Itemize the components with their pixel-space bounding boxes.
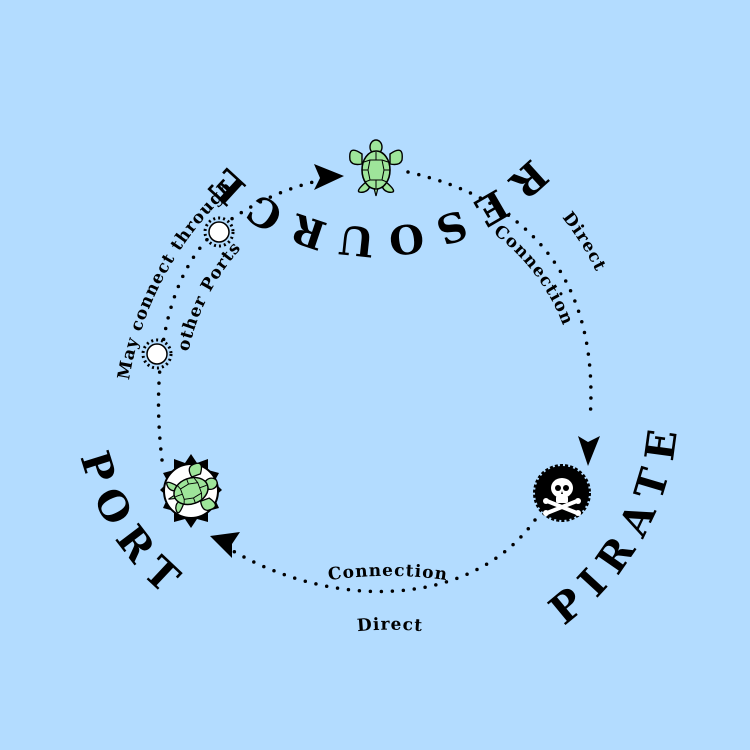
edge-pirate-to-port (226, 518, 537, 594)
pirate-node[interactable] (533, 464, 591, 522)
sea-turtle-in-sun-icon (159, 454, 226, 528)
arrowhead-to-port (210, 532, 240, 558)
edge-resource-to-pirate (406, 170, 593, 422)
intermediate-port-sun-icon (203, 216, 235, 248)
skull-and-crossbones-icon (533, 464, 591, 522)
edge-label-direct-bottom: Direct (356, 615, 423, 637)
arrowhead-to-resource (314, 164, 344, 190)
arrowhead-to-pirate (578, 436, 600, 466)
edge-port-to-resource (156, 174, 342, 462)
port-node[interactable] (159, 454, 226, 528)
intermediate-port-sun-icon (141, 338, 173, 370)
